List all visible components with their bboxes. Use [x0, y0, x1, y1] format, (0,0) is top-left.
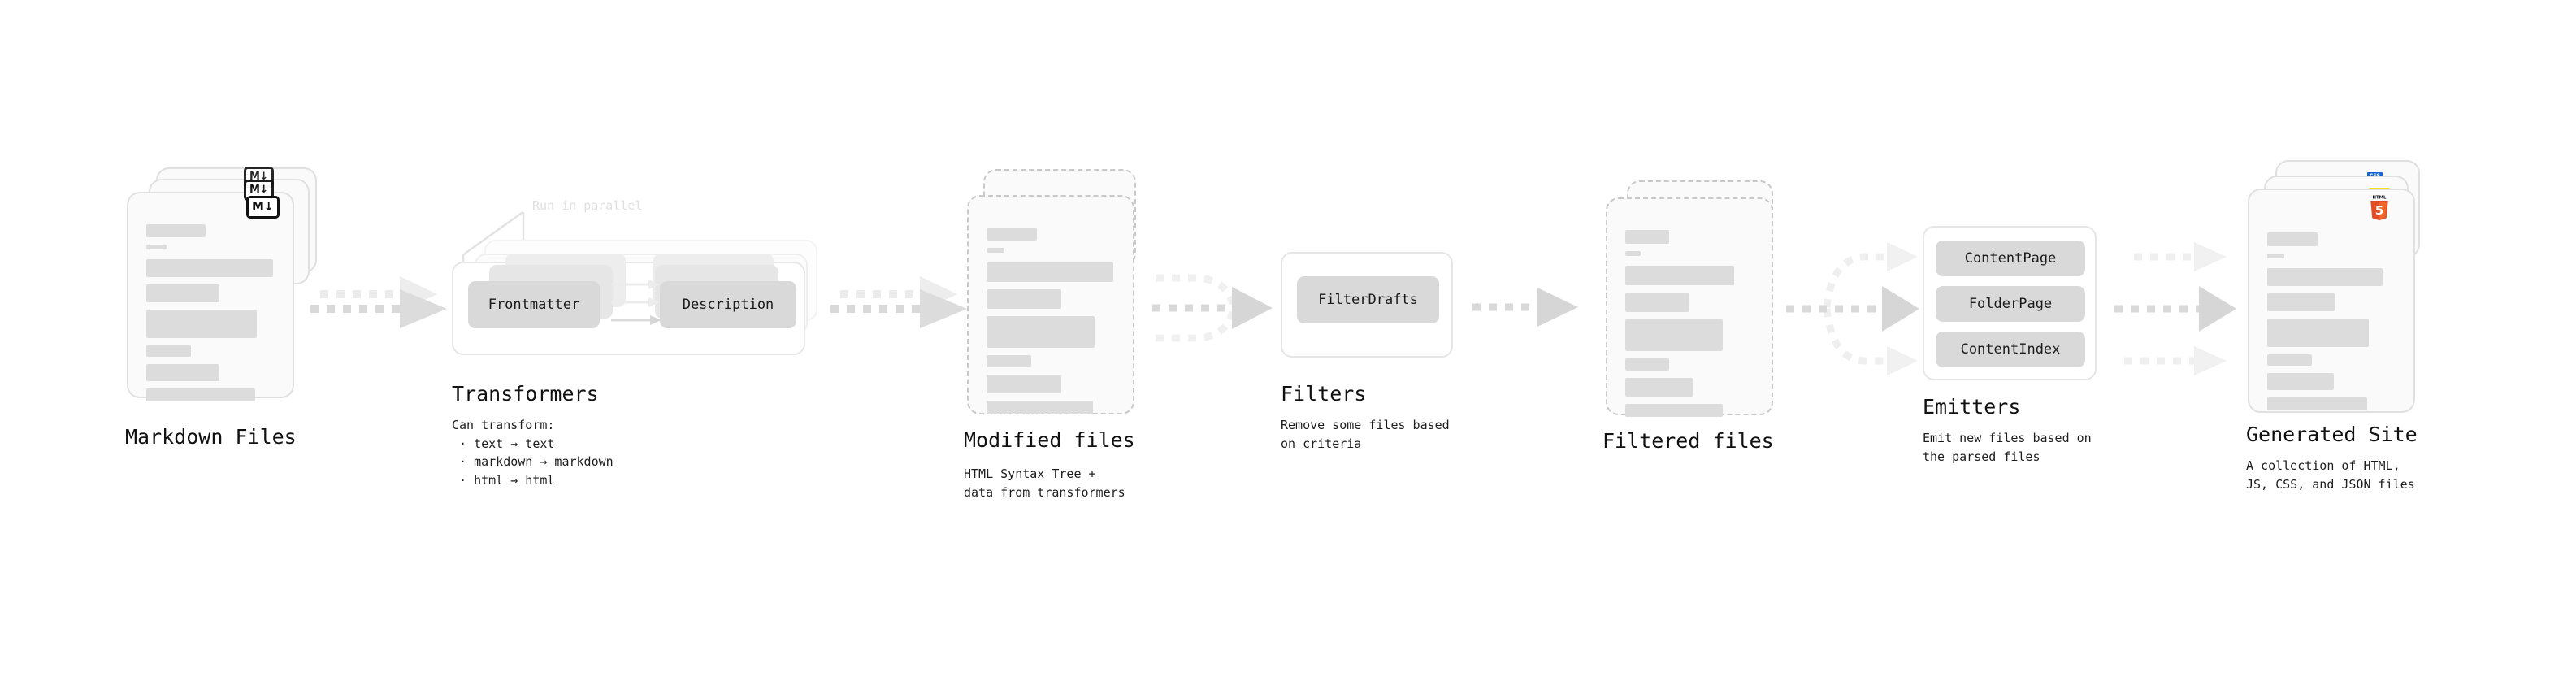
subtitle-generated-site: A collection of HTML, JS, CSS, and JSON … — [2246, 458, 2415, 492]
subtitle-transformers: Can transform: · text → text · markdown … — [452, 418, 614, 488]
page-title-filtered-files: Filtered files — [1602, 429, 1774, 453]
file-page-front-html — [2248, 189, 2415, 413]
doc-line — [2267, 397, 2368, 410]
transformer-chip-description[interactable]: Description — [660, 281, 796, 328]
connector-transformers-to-modified-icon — [830, 276, 967, 328]
transformers-box: Frontmatter Description — [452, 254, 805, 355]
doc-line — [2267, 268, 2383, 286]
doc-line — [146, 245, 167, 249]
page-title-modified-files: Modified files — [964, 428, 1135, 452]
doc-line-group — [1625, 230, 1754, 424]
transformer-inner-arrows-icon — [611, 280, 661, 325]
html5-badge: HTML 5 — [2370, 195, 2388, 221]
doc-line — [146, 364, 220, 381]
doc-line — [1625, 293, 1689, 312]
connector-filtered-to-emitters-icon — [1786, 242, 1919, 375]
doc-line — [1625, 251, 1641, 256]
run-in-parallel-bracket-icon — [462, 211, 525, 283]
emitters-box: ContentPage FolderPage ContentIndex — [1923, 226, 2097, 380]
file-page-front — [127, 192, 294, 401]
subtitle-emitters: Emit new files based on the parsed files — [1923, 431, 2092, 464]
doc-line — [1625, 378, 1693, 397]
page-title-transformers: Transformers — [452, 382, 599, 406]
doc-line — [987, 228, 1037, 241]
doc-line-group — [987, 228, 1115, 421]
page-title-generated-site: Generated Site — [2246, 423, 2418, 446]
doc-line — [987, 355, 1032, 367]
doc-line — [2267, 373, 2335, 390]
doc-line — [1625, 319, 1724, 351]
emitter-chip-folderpage[interactable]: FolderPage — [1936, 286, 2085, 322]
doc-line — [1625, 230, 1669, 244]
file-page-front — [967, 195, 1134, 414]
doc-line — [987, 401, 1094, 414]
markdown-badge: M↓ — [246, 196, 280, 219]
doc-line-group — [146, 224, 275, 409]
doc-line — [987, 248, 1005, 253]
emitter-chip-contentindex[interactable]: ContentIndex — [1936, 332, 2085, 367]
doc-line — [987, 289, 1061, 309]
doc-line — [146, 345, 192, 357]
connector-filters-to-filtered-icon — [1472, 288, 1578, 327]
doc-line — [2267, 293, 2335, 311]
doc-line — [146, 259, 274, 277]
doc-line — [987, 262, 1114, 282]
page-title-emitters: Emitters — [1923, 395, 2021, 419]
doc-line — [2267, 232, 2318, 246]
page-title-markdown-files: Markdown Files — [125, 425, 297, 449]
subtitle-modified-files: HTML Syntax Tree + data from transformer… — [964, 466, 1125, 500]
doc-line-group — [2267, 232, 2396, 418]
doc-line — [146, 388, 256, 401]
doc-line — [146, 224, 206, 237]
doc-line — [2267, 319, 2369, 347]
doc-line — [146, 310, 257, 338]
page-title-filters: Filters — [1281, 382, 1367, 406]
doc-line — [987, 316, 1095, 348]
doc-line — [2267, 254, 2284, 258]
subtitle-filters: Remove some files based on criteria — [1281, 418, 1450, 451]
filter-chip-filterdrafts[interactable]: FilterDrafts — [1297, 276, 1439, 323]
connector-modified-to-filters-icon — [1152, 274, 1273, 342]
doc-line — [1625, 266, 1735, 285]
emitter-chip-contentpage[interactable]: ContentPage — [1936, 241, 2085, 276]
svg-text:HTML: HTML — [2373, 195, 2387, 200]
connector-md-to-transformers-icon — [310, 276, 447, 328]
connector-emitters-to-site-icon — [2114, 242, 2236, 375]
transformer-chip-frontmatter[interactable]: Frontmatter — [468, 281, 600, 328]
doc-line — [1625, 358, 1669, 371]
doc-line — [2267, 354, 2313, 366]
svg-text:5: 5 — [2375, 203, 2384, 218]
doc-line — [146, 284, 220, 302]
run-in-parallel-label: Run in parallel — [532, 198, 643, 213]
filters-box: FilterDrafts — [1281, 252, 1453, 358]
doc-line — [987, 375, 1061, 393]
file-page-front — [1606, 197, 1773, 417]
doc-line — [1625, 404, 1724, 417]
